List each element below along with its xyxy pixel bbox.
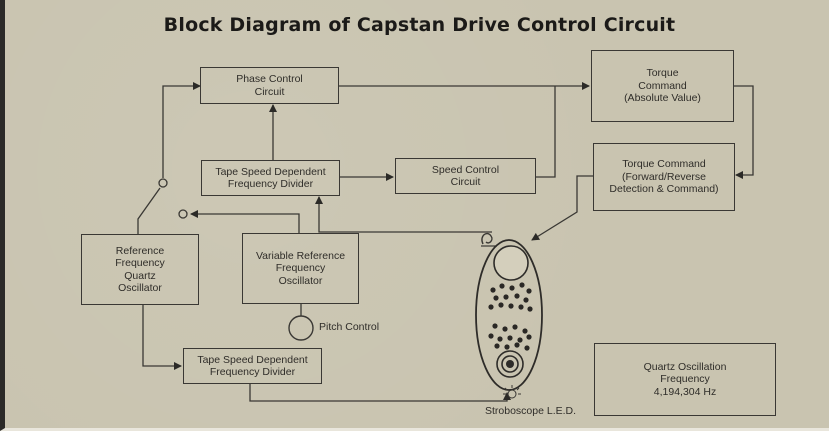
strobe-dot	[503, 294, 509, 300]
strobe-dot	[519, 282, 525, 288]
strobe-dot	[522, 328, 528, 334]
strobe-dot	[514, 293, 520, 299]
strobe-dot	[497, 336, 503, 342]
strobe-dot	[527, 306, 533, 312]
wire-divider-to-led	[249, 383, 511, 402]
strobe-dot	[492, 323, 498, 329]
variable-oscillator-block: Variable Reference Frequency Oscillator	[242, 233, 359, 304]
diagram-title: Block Diagram of Capstan Drive Control C…	[163, 14, 676, 36]
strobe-dot	[488, 333, 494, 339]
strobe-dot	[512, 324, 518, 330]
strobe-dot	[509, 285, 515, 291]
pitch-control-label: Pitch Control	[319, 321, 380, 333]
strobe-dot	[498, 302, 504, 308]
strobe-dot	[488, 304, 494, 310]
strobe-dot	[517, 337, 523, 343]
sensor-coil-icon	[481, 232, 493, 245]
wire-varosc-to-contact	[190, 210, 300, 233]
strobe-dot	[514, 342, 520, 348]
strobe-dot	[526, 288, 532, 294]
tape-speed-divider-bottom-block: Tape Speed Dependent Frequency Divider	[183, 348, 322, 384]
connection-wires	[137, 82, 754, 402]
switch-lever	[137, 187, 161, 234]
strobe-dot	[524, 345, 530, 351]
pitch-control-knob	[288, 315, 314, 341]
wire-sensor-to-divider	[315, 196, 492, 233]
torque-command-absolute-block: Torque Command (Absolute Value)	[591, 50, 734, 122]
switch-contact-lower	[178, 209, 188, 219]
tape-speed-divider-top-block: Tape Speed Dependent Frequency Divider	[201, 160, 340, 196]
speed-control-block: Speed Control Circuit	[395, 158, 536, 194]
strobe-dot	[502, 326, 508, 332]
strobe-dot	[494, 343, 500, 349]
wire-torque-to-motor	[531, 175, 593, 241]
strobe-dot	[507, 335, 513, 341]
strobe-dot	[526, 334, 532, 340]
strobe-dot	[499, 283, 505, 289]
strobe-dot	[504, 344, 510, 350]
switch-contact-upper	[158, 178, 168, 188]
wire-refosc-to-divider	[142, 304, 182, 370]
strobe-dot	[508, 303, 514, 309]
torque-command-fr-block: Torque Command (Forward/Reverse Detectio…	[593, 143, 735, 211]
wire-switch-to-phase-control	[162, 82, 201, 178]
phase-control-block: Phase Control Circuit	[200, 67, 339, 104]
quartz-frequency-block: Quartz Oscillation Frequency 4,194,304 H…	[594, 343, 776, 416]
strobe-dot	[493, 295, 499, 301]
strobe-led-icon	[503, 385, 521, 399]
strobe-dot	[518, 304, 524, 310]
stroboscope-label: Stroboscope L.E.D.	[485, 405, 577, 417]
wire-speed-control-to-torque	[535, 86, 556, 178]
wire-torque-abs-to-fr	[733, 85, 754, 179]
strobe-dot	[490, 287, 496, 293]
capstan-strobe-disc	[475, 239, 543, 391]
strobe-dot	[523, 297, 529, 303]
reference-oscillator-block: Reference Frequency Quartz Oscillator	[81, 234, 199, 305]
